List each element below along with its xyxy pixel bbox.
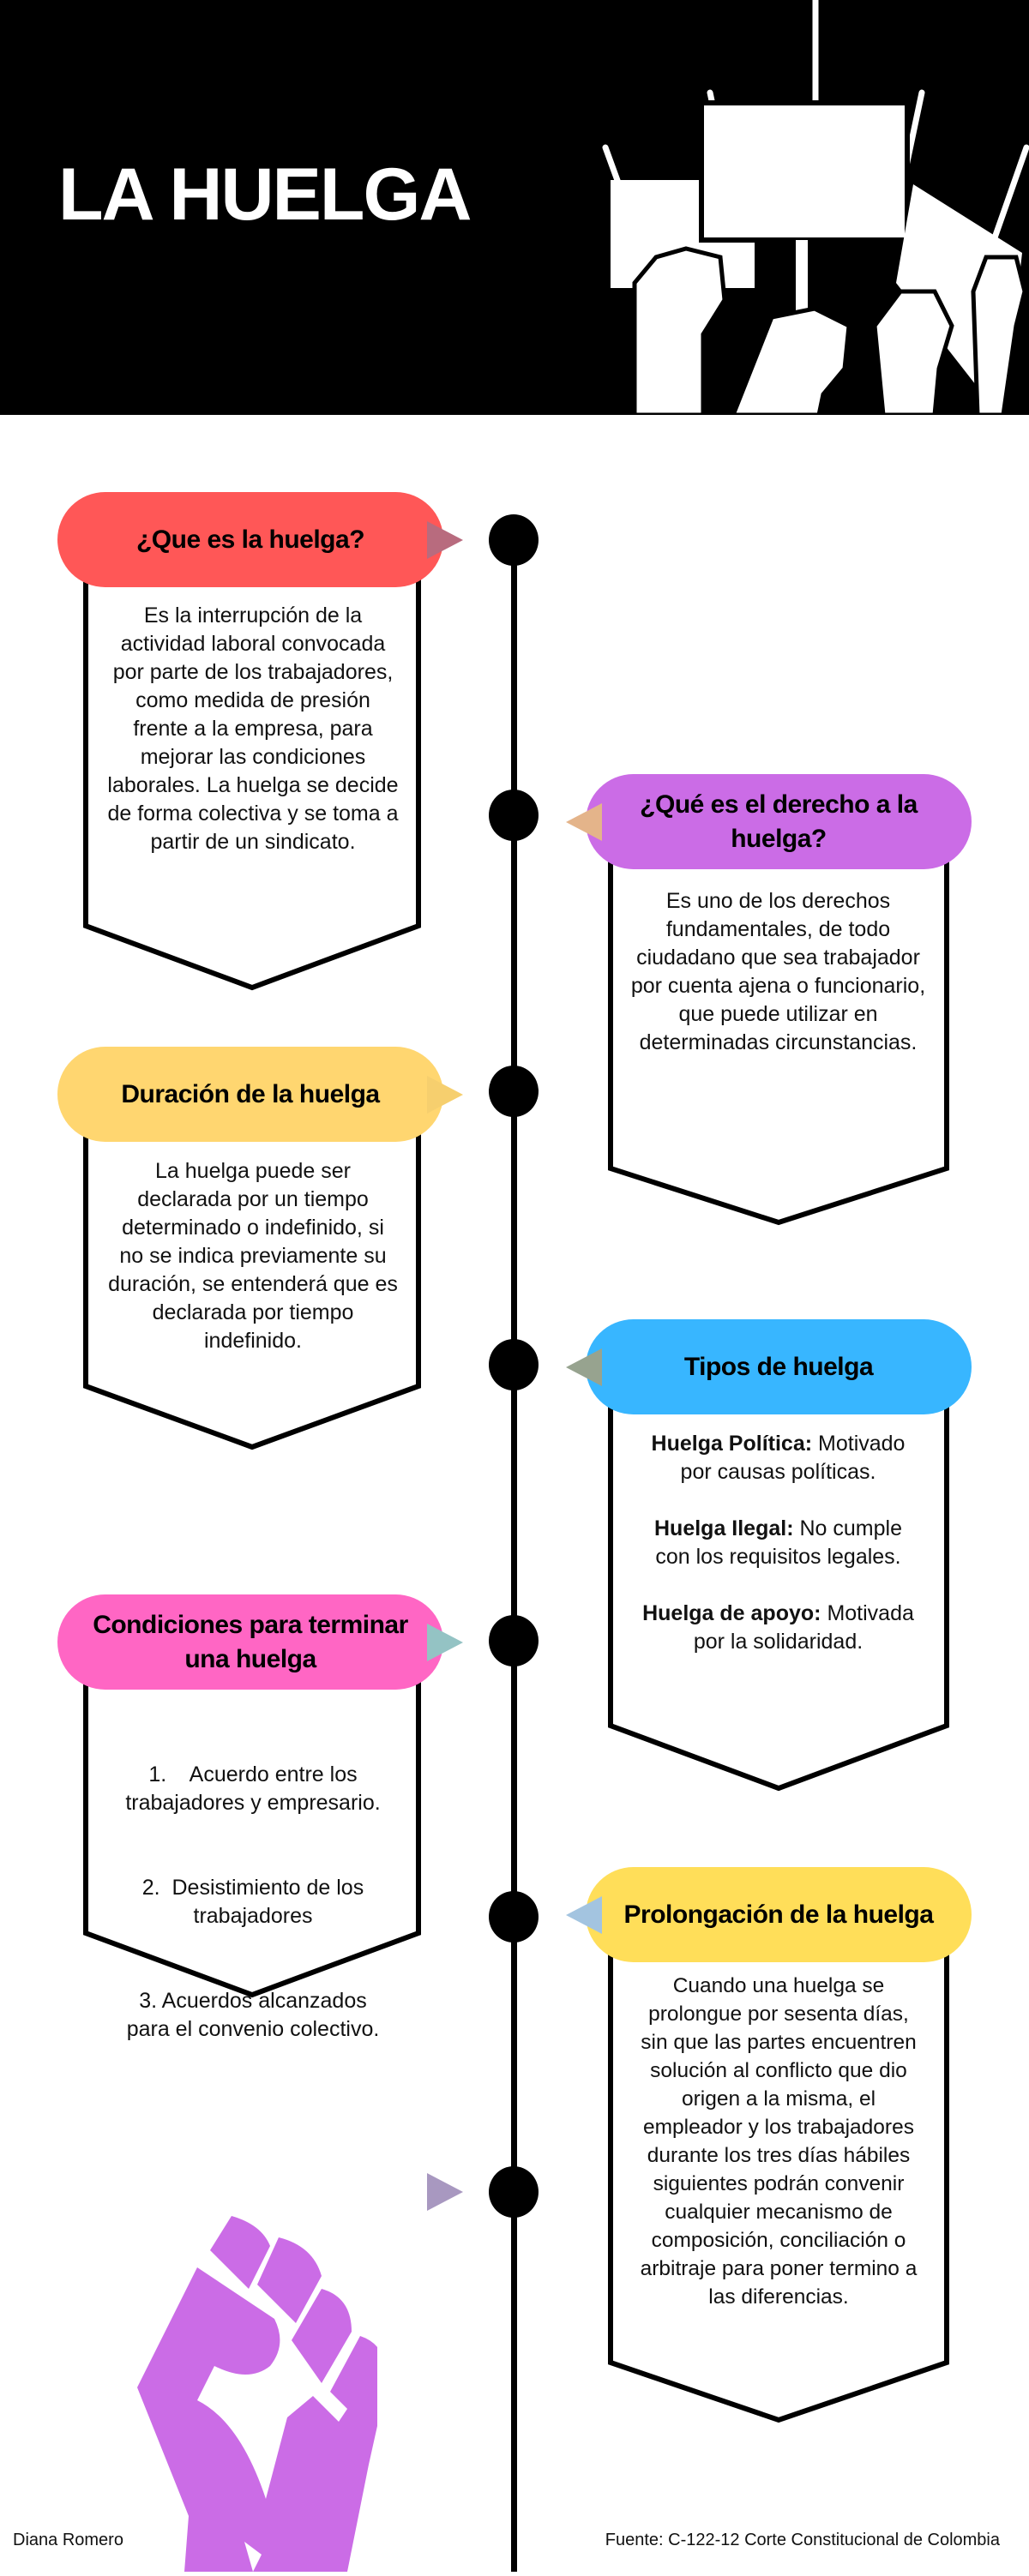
- protest-illustration-icon: [602, 0, 1029, 415]
- pointer-arrow-icon: [427, 2173, 463, 2211]
- type-label: Huelga Ilegal:: [654, 1516, 794, 1540]
- raised-fist-icon: [137, 2216, 377, 2572]
- timeline-dot: [489, 1339, 539, 1390]
- list-item: 1. Acuerdo entre los trabajadores y empr…: [125, 1762, 381, 1815]
- card-title-derecho-huelga: ¿Qué es el derecho a la huelga?: [586, 774, 972, 869]
- header-banner: LA HUELGA: [0, 0, 1029, 415]
- page-title: LA HUELGA: [58, 153, 472, 236]
- type-item: Huelga Política: Motivado por causas pol…: [639, 1430, 918, 1486]
- type-item: Huelga Ilegal: No cumple con los requisi…: [639, 1515, 918, 1571]
- card-types-list: Huelga Política: Motivado por causas pol…: [639, 1430, 918, 1656]
- timeline-dot: [489, 790, 539, 841]
- card-title-que-es-la-huelga: ¿Que es la huelga?: [57, 492, 443, 587]
- type-text: Motivado por causas políticas.: [680, 1432, 906, 1484]
- source-credit: Fuente: C-122-12 Corte Constitucional de…: [605, 2531, 1000, 2549]
- pointer-arrow-icon: [566, 1896, 602, 1934]
- card-outline: [83, 1646, 421, 1998]
- type-label: Huelga de apoyo:: [642, 1601, 821, 1625]
- pointer-arrow-icon: [566, 1348, 602, 1386]
- list-item: 2. Desistimiento de los trabajadores: [141, 1876, 370, 1928]
- timeline-dot: [489, 1891, 539, 1943]
- timeline-dot: [489, 1066, 539, 1117]
- card-text: Es uno de los derechos fundamentales, de…: [630, 889, 926, 1054]
- card-title-duracion: Duración de la huelga: [57, 1047, 443, 1142]
- card-text: Cuando una huelga se prolongue por sesen…: [640, 1974, 918, 2309]
- author-credit: Diana Romero: [13, 2531, 123, 2549]
- type-label: Huelga Política:: [651, 1432, 813, 1456]
- pointer-arrow-icon: [427, 1624, 463, 1661]
- card-outline: [608, 823, 949, 1226]
- type-item: Huelga de apoyo: Motivada por la solidar…: [639, 1600, 918, 1656]
- card-outline: [83, 1097, 421, 1450]
- list-item: 3. Acuerdos alcanzados para el convenio …: [126, 1989, 380, 2041]
- pointer-arrow-icon: [427, 1076, 463, 1114]
- type-text: Motivada por la solidaridad.: [693, 1601, 914, 1654]
- card-outline: [608, 1372, 949, 1792]
- card-text: La huelga puede ser declarada por un tie…: [108, 1159, 398, 1353]
- pointer-arrow-icon: [566, 803, 602, 841]
- card-outline: [83, 549, 421, 991]
- timeline-line: [511, 540, 517, 2572]
- pointer-arrow-icon: [427, 521, 463, 559]
- timeline-dot: [489, 2166, 539, 2218]
- card-outline: [608, 1920, 949, 2423]
- timeline-dot: [489, 514, 539, 566]
- card-text: Es la interrupción de la actividad labor…: [107, 603, 399, 854]
- card-title-prolongacion: Prolongación de la huelga: [586, 1867, 972, 1962]
- card-title-condiciones: Condiciones para terminar una huelga: [57, 1594, 443, 1690]
- type-text: No cumple con los requisitos legales.: [655, 1516, 902, 1569]
- card-title-tipos: Tipos de huelga: [586, 1319, 972, 1414]
- conditions-list: 1. Acuerdo entre los trabajadores y empr…: [116, 1704, 390, 2072]
- timeline-dot: [489, 1615, 539, 1666]
